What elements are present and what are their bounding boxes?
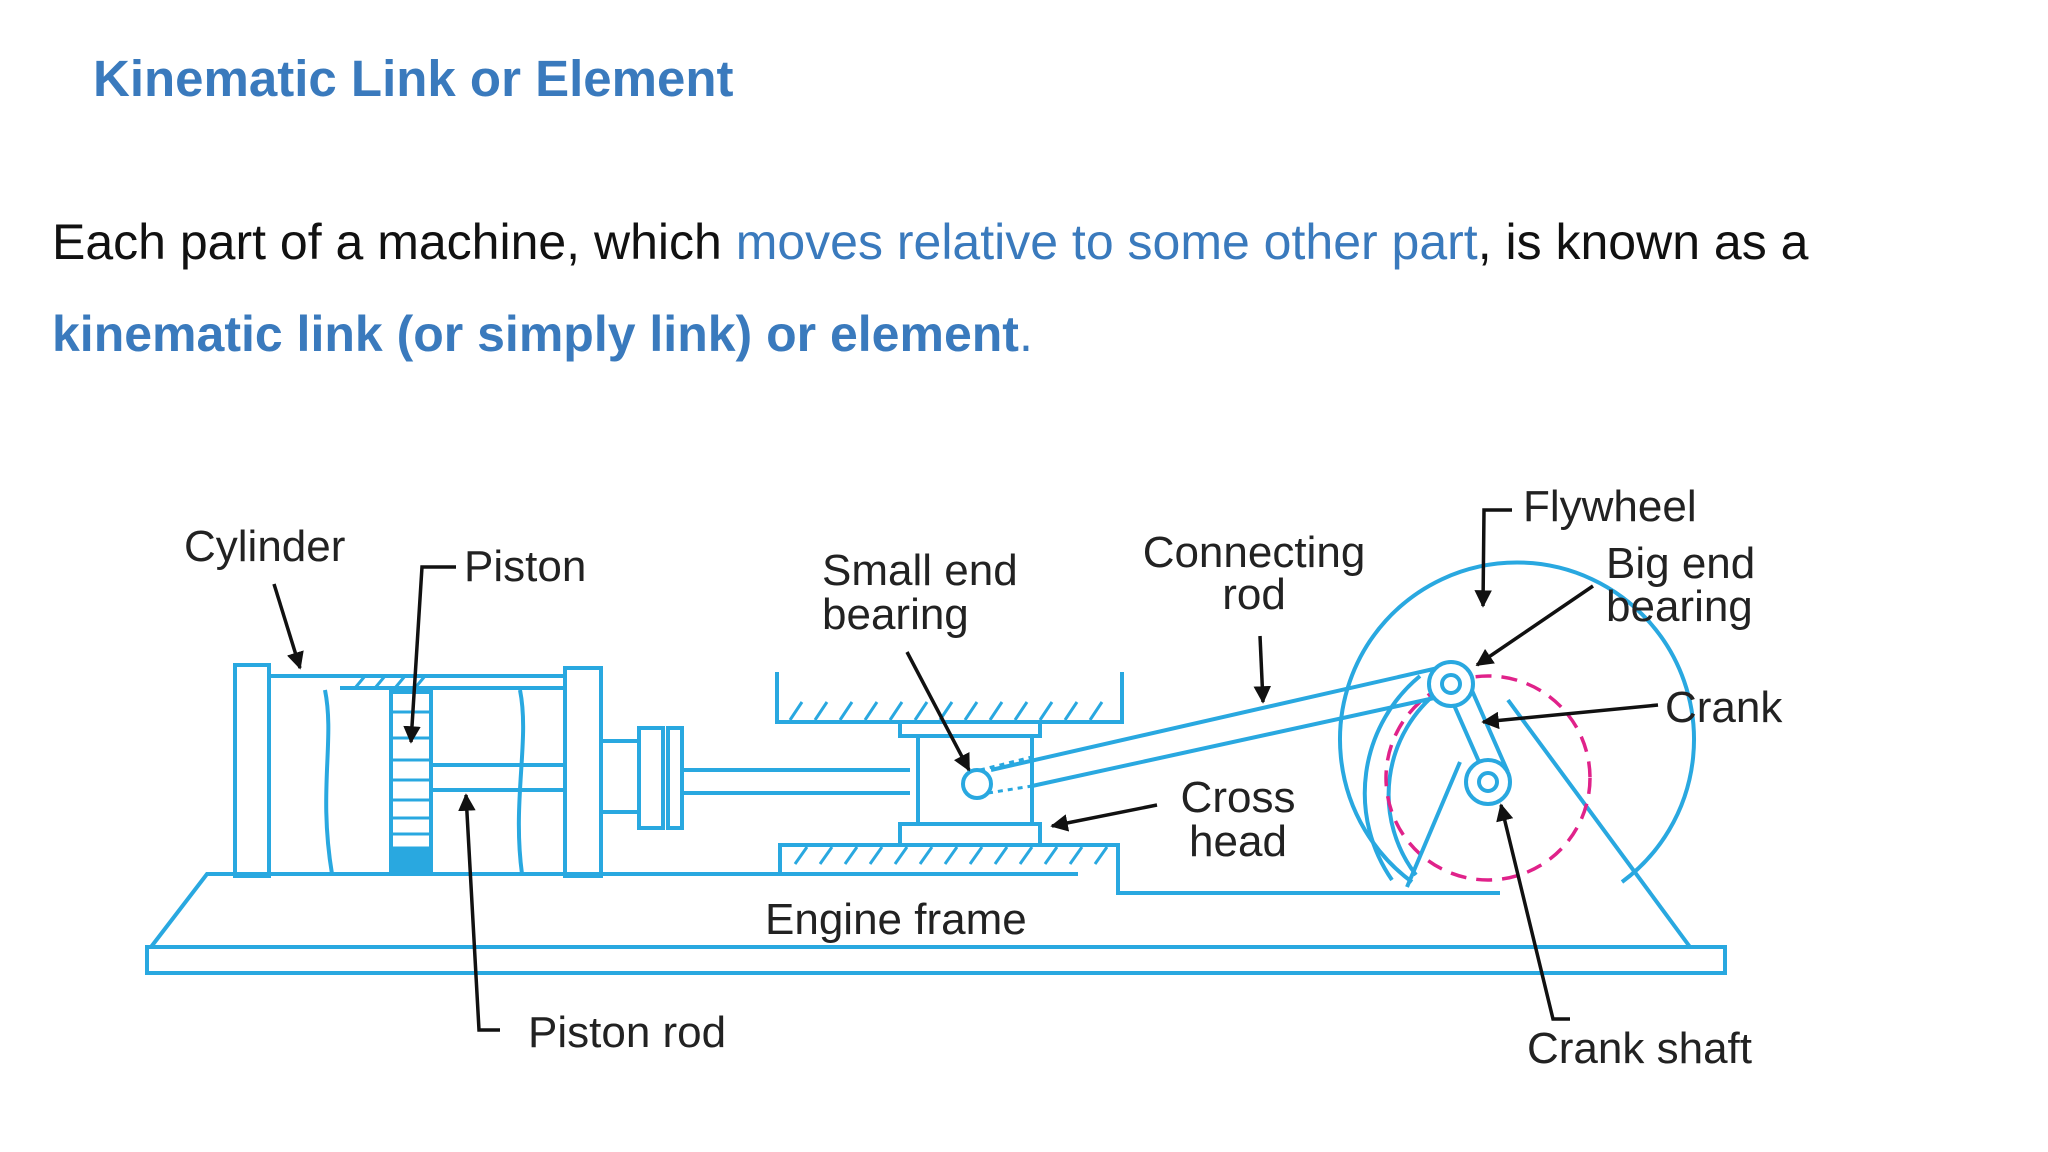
piston-rod <box>431 726 910 830</box>
label-piston-rod: Piston rod <box>528 1008 726 1057</box>
label-cylinder: Cylinder <box>184 522 345 571</box>
definition-period: . <box>1018 306 1033 362</box>
definition-part2: , is known as a <box>1477 214 1809 270</box>
label-crank: Crank <box>1665 683 1783 732</box>
label-small-end-line1: Small end <box>822 546 1018 595</box>
label-piston: Piston <box>464 542 586 591</box>
label-engine-frame: Engine frame <box>765 895 1027 944</box>
flywheel <box>1338 560 1696 884</box>
cylinder-body <box>233 663 603 878</box>
label-connecting-line2: rod <box>1222 570 1286 619</box>
crank <box>1427 660 1512 806</box>
definition-text: Each part of a machine, which moves rela… <box>52 196 2012 380</box>
label-big-end-line2: bearing <box>1606 582 1753 631</box>
cylinder-top-hatch <box>353 675 427 689</box>
label-flywheel: Flywheel <box>1523 482 1697 531</box>
definition-term: kinematic link (or simply link) or eleme… <box>52 306 1019 362</box>
engine-frame-base <box>145 698 1727 975</box>
label-cross-line1: Cross <box>1181 773 1296 822</box>
label-small-end-line2: bearing <box>822 590 969 639</box>
crank-support <box>1405 761 1462 888</box>
definition-part1: Each part of a machine, which <box>52 214 736 270</box>
connecting-rod <box>979 666 1449 795</box>
label-big-end-line1: Big end <box>1606 539 1755 588</box>
definition-highlight: moves relative to some other part <box>735 214 1478 270</box>
label-cross-line2: head <box>1189 817 1287 866</box>
label-connecting-line1: Connecting <box>1143 528 1366 577</box>
slide-title: Kinematic Link or Element <box>93 50 734 107</box>
crank-circle <box>1384 674 1592 882</box>
label-crank-shaft: Crank shaft <box>1527 1024 1752 1073</box>
cross-head <box>898 720 1042 847</box>
label-arrows <box>272 508 1659 1032</box>
